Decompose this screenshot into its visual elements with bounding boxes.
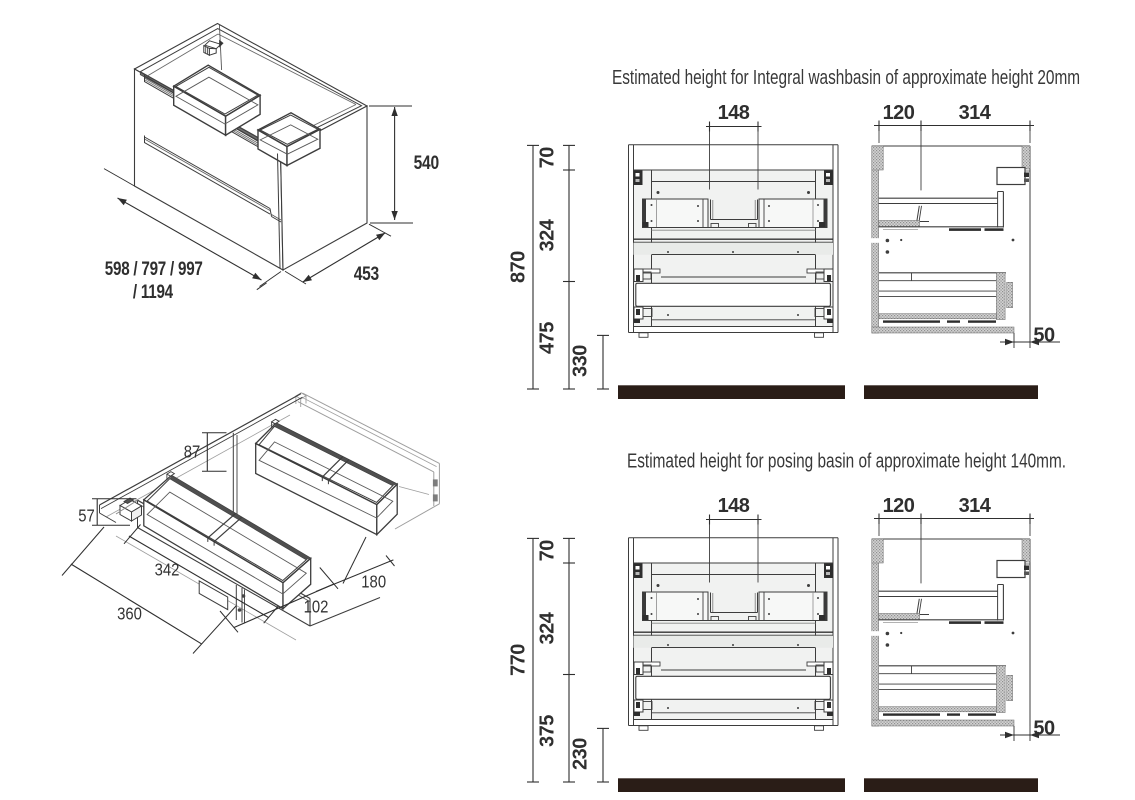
svg-text:57: 57 xyxy=(78,506,95,525)
svg-text:70: 70 xyxy=(537,540,559,562)
svg-text:50: 50 xyxy=(1033,718,1055,740)
svg-text:Estimated height for Integral: Estimated height for Integral washbasin … xyxy=(612,66,1080,89)
svg-text:314: 314 xyxy=(959,495,992,517)
svg-text:Estimated height for posing ba: Estimated height for posing basin of app… xyxy=(627,449,1066,472)
svg-text:375: 375 xyxy=(537,715,559,747)
svg-text:180: 180 xyxy=(361,572,386,591)
svg-text:342: 342 xyxy=(155,560,180,579)
svg-text:148: 148 xyxy=(718,102,750,124)
svg-text:598 / 797 / 997: 598 / 797 / 997 xyxy=(105,257,203,279)
svg-text:475: 475 xyxy=(537,322,559,354)
svg-text:70: 70 xyxy=(537,147,559,169)
svg-text:770: 770 xyxy=(508,644,530,676)
svg-text:102: 102 xyxy=(304,597,329,616)
svg-text:50: 50 xyxy=(1033,325,1055,347)
svg-text:/ 1194: / 1194 xyxy=(133,280,173,302)
svg-text:120: 120 xyxy=(883,495,915,517)
svg-text:870: 870 xyxy=(508,251,530,283)
svg-text:324: 324 xyxy=(537,218,559,251)
svg-text:120: 120 xyxy=(883,102,915,124)
svg-text:360: 360 xyxy=(117,604,142,623)
svg-text:330: 330 xyxy=(570,345,592,377)
svg-text:314: 314 xyxy=(959,102,992,124)
svg-text:87: 87 xyxy=(184,442,201,461)
svg-text:324: 324 xyxy=(537,611,559,644)
svg-text:230: 230 xyxy=(570,738,592,770)
svg-text:148: 148 xyxy=(718,495,750,517)
svg-text:540: 540 xyxy=(414,151,440,173)
svg-text:453: 453 xyxy=(354,262,380,284)
